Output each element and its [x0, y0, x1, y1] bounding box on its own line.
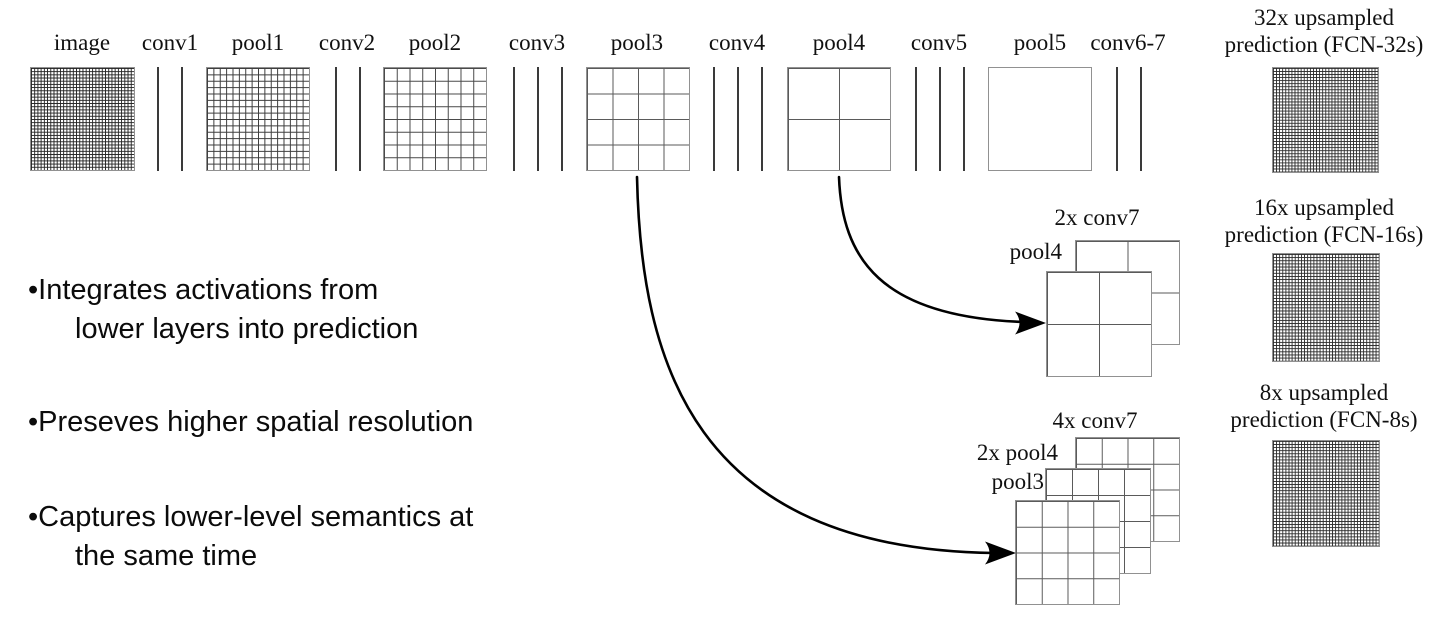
fcn16s-title-line2: prediction (FCN-16s) [1224, 222, 1424, 247]
fcn16s-prediction-grid [1272, 253, 1380, 362]
fcn8s-prediction-grid [1272, 440, 1380, 547]
pool3-skip-arrowhead [985, 541, 1016, 565]
fcn32s-title: 32x upsampled prediction (FCN-32s) [1205, 4, 1443, 58]
bullet-captures-line1: •Captures lower-level semantics at [28, 501, 474, 533]
bullet-captures-line2: the same time [75, 540, 258, 572]
image-grid [30, 67, 135, 171]
fusion8-middle-label: 2x pool4 [976, 440, 1058, 465]
fusion8-back-label: 4x conv7 [1052, 408, 1138, 433]
layer-label-pool1: pool1 [231, 30, 285, 55]
layer-label-pool4: pool4 [812, 30, 866, 55]
conv1-plane-line [157, 67, 159, 171]
layer-label-conv1: conv1 [141, 30, 199, 55]
bullet-integrates: •Integrates activations from lower layer… [28, 271, 588, 349]
fcn8s-title: 8x upsampled prediction (FCN-8s) [1205, 379, 1443, 433]
conv5-plane-line [963, 67, 965, 171]
fusion16-pool4-grid [1046, 271, 1152, 377]
bullet-preserves-line1: •Preseves higher spatial resolution [28, 406, 474, 438]
fcn32s-title-line1: 32x upsampled [1254, 5, 1394, 30]
fusion8-pool3-grid [1015, 500, 1120, 605]
fcn16s-title: 16x upsampled prediction (FCN-16s) [1205, 194, 1443, 248]
fcn32s-prediction-grid [1272, 67, 1379, 173]
fcn8s-title-line1: 8x upsampled [1259, 380, 1389, 405]
bullet-integrates-line1: •Integrates activations from [28, 274, 379, 306]
conv3-plane-line [561, 67, 563, 171]
conv4-plane-line [737, 67, 739, 171]
bullet-integrates-line2: lower layers into prediction [75, 313, 419, 345]
layer-label-pool3: pool3 [610, 30, 664, 55]
layer-label-conv2: conv2 [318, 30, 376, 55]
layer-label-pool5: pool5 [1013, 30, 1067, 55]
fcn8s-title-line2: prediction (FCN-8s) [1230, 407, 1418, 432]
fusion8-front-label: pool3 [991, 469, 1044, 494]
layer-label-pool2: pool2 [408, 30, 462, 55]
pool5-square [988, 67, 1092, 171]
pool3-grid [586, 67, 690, 171]
pool2-grid [383, 67, 487, 171]
pool1-grid [206, 67, 310, 171]
pool3-skip-arrow [635, 175, 996, 555]
fcn16s-title-line1: 16x upsampled [1254, 195, 1394, 220]
conv4-plane-line [713, 67, 715, 171]
fusion16-back-label: 2x conv7 [1054, 205, 1140, 230]
fusion16-front-label: pool4 [1009, 239, 1062, 264]
conv1-plane-line [181, 67, 183, 171]
conv3-plane-line [513, 67, 515, 171]
layer-label-image: image [53, 30, 111, 55]
conv5-plane-line [939, 67, 941, 171]
pool4-skip-arrowhead [1015, 311, 1046, 335]
conv6-7-plane-line [1116, 67, 1118, 171]
conv2-plane-line [335, 67, 337, 171]
conv6-7-plane-line [1140, 67, 1142, 171]
bullet-captures: •Captures lower-level semantics at the s… [28, 498, 588, 576]
conv5-plane-line [915, 67, 917, 171]
layer-label-conv3: conv3 [508, 30, 566, 55]
layer-label-conv4: conv4 [708, 30, 766, 55]
conv3-plane-line [537, 67, 539, 171]
layer-label-conv5: conv5 [910, 30, 968, 55]
conv2-plane-line [359, 67, 361, 171]
fcn32s-title-line2: prediction (FCN-32s) [1224, 32, 1424, 57]
conv4-plane-line [761, 67, 763, 171]
layer-label-conv6-7: conv6-7 [1090, 30, 1166, 55]
bullet-preserves: •Preseves higher spatial resolution [28, 403, 588, 442]
pool4-grid [787, 67, 891, 171]
